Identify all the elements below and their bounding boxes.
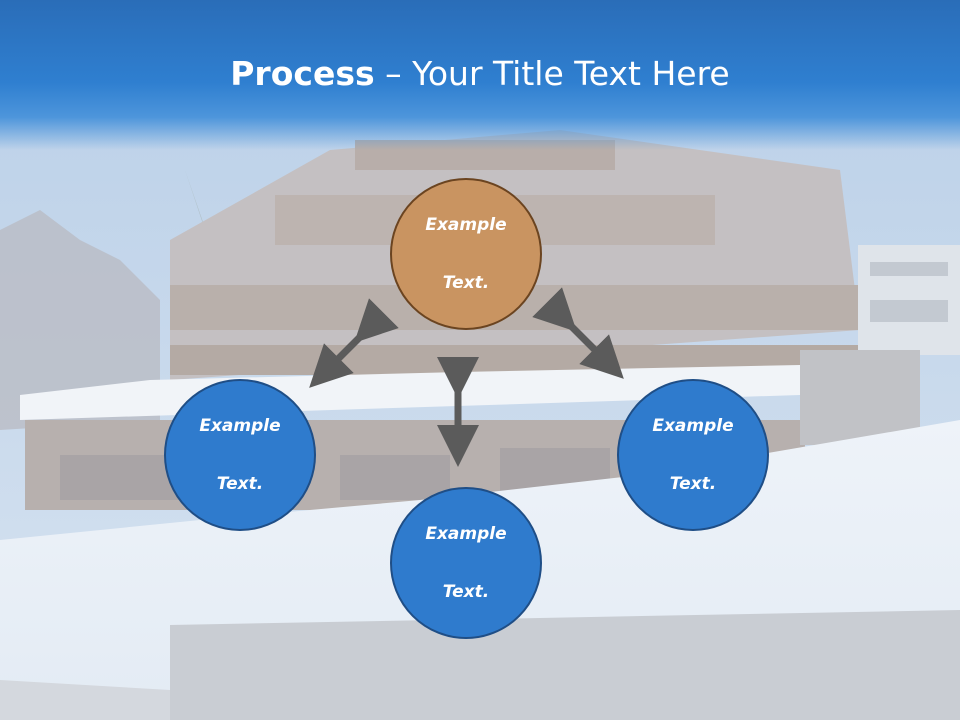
title-band: [0, 0, 960, 150]
node-right-line1: Example: [652, 415, 734, 436]
title-bold-part: Process: [230, 54, 375, 93]
node-right-line2: Text.: [669, 473, 717, 494]
node-bottom-line2: Text.: [442, 581, 490, 602]
title-rest-part: – Your Title Text Here: [374, 54, 730, 93]
node-left-line1: Example: [199, 415, 281, 436]
node-top-line1: Example: [425, 214, 507, 235]
arrow-top-left: [309, 298, 399, 388]
node-bottom-line1: Example: [425, 523, 507, 544]
slide-title: Process – Your Title Text Here: [0, 52, 960, 96]
node-top-line2: Text.: [442, 272, 490, 293]
arrow-top-right: [532, 287, 624, 379]
node-left-line2: Text.: [216, 473, 264, 494]
